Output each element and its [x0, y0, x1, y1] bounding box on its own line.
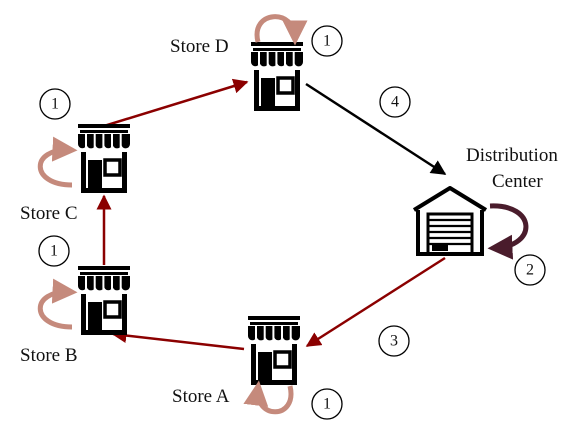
edge-store-a-to-store-b: [111, 328, 245, 351]
svg-text:2: 2: [526, 262, 534, 279]
store-b-icon: [76, 266, 132, 336]
dc-label-line1: Distribution: [466, 145, 558, 166]
distribution-center-icon: [412, 186, 488, 256]
dc-loop-icon: [487, 203, 529, 260]
store-a-icon: [246, 316, 302, 386]
store-b-badge: 1: [38, 235, 70, 267]
store-d-badge: 1: [311, 25, 343, 57]
store-a-badge: 1: [311, 388, 343, 420]
dc-label-line2: Center: [492, 171, 543, 192]
store-c-icon: [76, 124, 132, 194]
store-d-loop-icon: [254, 14, 308, 46]
svg-text:1: 1: [323, 33, 331, 50]
svg-text:3: 3: [390, 333, 398, 350]
store-a-loop-icon: [243, 380, 294, 415]
store-d-icon: [249, 42, 305, 112]
store-a-label: Store A: [172, 386, 230, 407]
store-b-label: Store B: [20, 345, 78, 366]
store-b-loop-icon: [37, 278, 78, 330]
dc-badge: 2: [514, 254, 546, 286]
edge-store-c-to-store-d: [103, 78, 249, 128]
store-c-loop-icon: [37, 136, 78, 188]
svg-text:1: 1: [50, 243, 58, 260]
store-d-label: Store D: [170, 36, 229, 57]
edge-dc-to-store-a: [305, 256, 446, 348]
edge-dc-to-a-badge: 3: [378, 325, 410, 357]
svg-text:1: 1: [323, 396, 331, 413]
svg-text:4: 4: [391, 94, 399, 111]
svg-text:1: 1: [51, 96, 59, 113]
store-c-label: Store C: [20, 203, 78, 224]
edge-d-to-dc-badge: 4: [379, 86, 411, 118]
store-c-badge: 1: [39, 88, 71, 120]
edge-store-d-to-dc: [305, 82, 447, 176]
